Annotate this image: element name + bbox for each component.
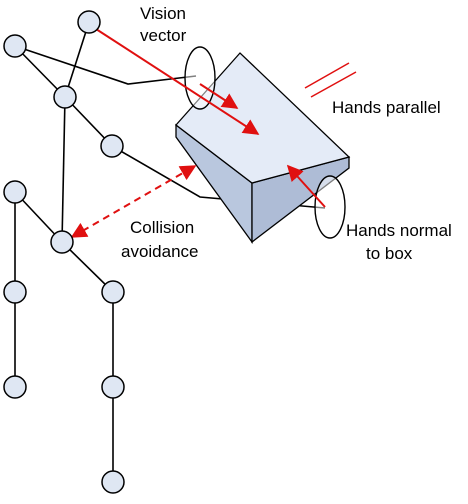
link-hip-right	[61, 241, 114, 293]
joint-ankle-right	[101, 375, 125, 399]
joint-foot-left	[3, 375, 27, 399]
joint-knee-left	[3, 280, 27, 304]
joint-shoulder-left	[3, 34, 27, 58]
label-hands-normal-line2: to box	[366, 244, 413, 263]
upper-hand-arrow	[199, 83, 239, 109]
parallel-indicator	[304, 62, 357, 98]
label-hands-parallel: Hands parallel	[332, 98, 441, 117]
joint-elbow	[100, 134, 124, 158]
label-vision-line2: vector	[140, 26, 187, 45]
lower-hand-normal-arrow	[286, 164, 326, 208]
joint-pelvis	[50, 230, 74, 254]
joint-neck	[53, 85, 77, 109]
joint-head	[77, 10, 101, 34]
link-shoulder-neck	[14, 45, 66, 98]
joint-foot-right	[101, 470, 125, 494]
joint-hip-left	[3, 180, 27, 204]
link-head-neck	[64, 21, 90, 98]
label-hands-normal-line1: Hands normal	[346, 221, 452, 240]
upper-hand-ellipse	[184, 46, 216, 110]
red-arrows	[70, 28, 326, 238]
label-vision-line1: Vision	[140, 4, 186, 23]
box-top-face	[175, 52, 351, 184]
skeleton-joints	[3, 10, 125, 494]
label-collision-line2: avoidance	[121, 242, 199, 261]
lower-hand-ellipse	[314, 175, 346, 239]
label-collision-line1: Collision	[130, 218, 194, 237]
link-shoulder-to-upper-hand	[14, 45, 197, 85]
link-spine	[61, 96, 66, 243]
skeleton-links	[14, 21, 326, 482]
vision-vector-arrow	[95, 28, 260, 135]
joint-knee-right	[101, 280, 125, 304]
